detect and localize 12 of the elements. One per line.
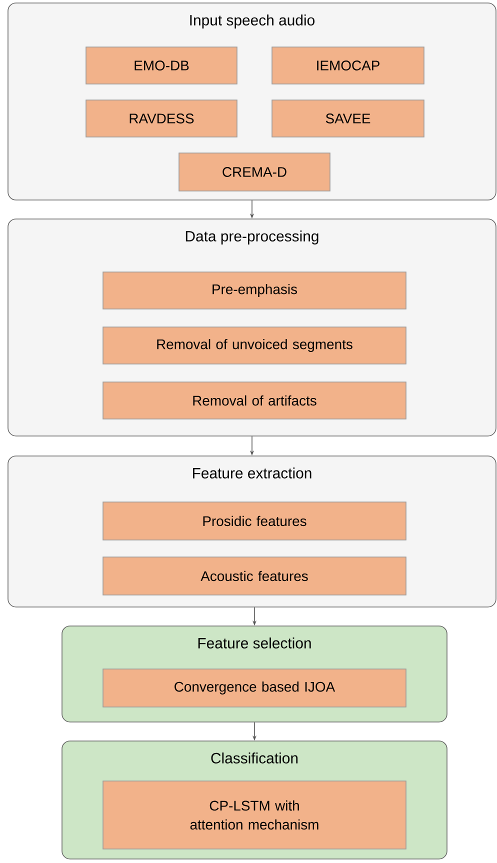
process-box: Convergence based IJOA [102, 668, 406, 708]
process-box: SAVEE [272, 100, 424, 138]
process-box: Removal of unvoiced segments [102, 326, 406, 364]
process-box: CP-LSTM with attention mechanism [102, 780, 406, 850]
process-box: Prosidic features [102, 502, 406, 540]
process-box: Acoustic features [102, 556, 406, 596]
process-box: EMO-DB [86, 46, 238, 84]
process-box: IEMOCAP [272, 46, 424, 84]
process-box: RAVDESS [86, 100, 238, 138]
process-box: Pre-emphasis [102, 272, 406, 310]
process-box: Removal of artifacts [102, 382, 406, 420]
process-box: CREMA-D [178, 152, 330, 192]
